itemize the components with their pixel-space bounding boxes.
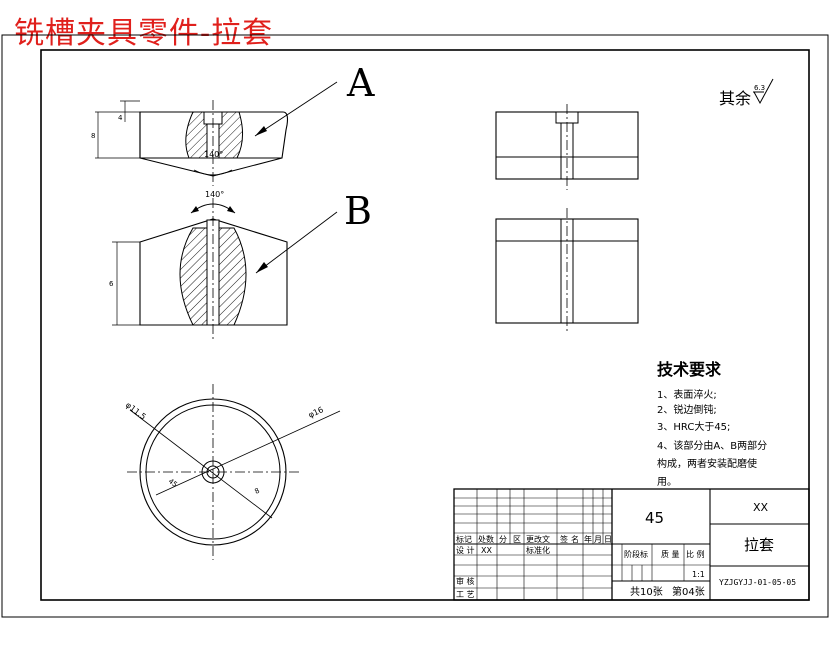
view-b-height-dim: 6 [109, 280, 114, 288]
title-block-drawing-number: YZJGYJJ-01-05-05 [719, 578, 796, 587]
title-block-process-label: 工 艺 [456, 590, 475, 599]
top-dim-phi-small: φ11.5 [124, 400, 148, 421]
tech-requirement-line: 3、HRC大于45; [657, 420, 730, 433]
tech-requirement-line: 用。 [657, 477, 677, 488]
title-block-header-cell: 更改文 [526, 534, 550, 544]
title-block-sheet-number: 第04张 [672, 585, 705, 598]
tech-requirement-line: 2、锐边倒钝; [657, 403, 717, 416]
tech-requirement-line: 构成，两者安装配磨使 [657, 457, 757, 470]
surface-finish-value: 6.3 [754, 84, 765, 92]
title-block-header-cell: 年 [584, 534, 592, 544]
title-block-header-cell: 处数 [478, 534, 494, 544]
title-block-header-cell: 日 [604, 535, 612, 544]
view-a-section: 140° 8 4 A [91, 61, 375, 186]
title-block-scale-label: 比 例 [686, 549, 705, 559]
view-a-label: A [346, 61, 375, 105]
title-block-stage-label: 阶段标 [624, 549, 648, 559]
title-block-weight-label: 质 量 [661, 549, 680, 559]
title-block-material: 45 [645, 509, 664, 527]
view-a-height-dim: 8 [91, 132, 95, 140]
title-block-sheet-count: 共10张 [630, 586, 663, 598]
top-dim-phi-large: φ16 [307, 405, 325, 420]
view-b-label: B [344, 189, 372, 233]
top-view-circle: φ11.5 φ16 45 8 [124, 384, 341, 560]
title-block-header-cell: 月 [594, 535, 602, 544]
tech-requirements-title: 技术要求 [657, 360, 722, 379]
title-block-scale-value: 1:1 [692, 570, 705, 579]
side-view-a [495, 104, 639, 190]
title-block-header-cell: 签 [560, 534, 568, 544]
view-b-angle-label: 140° [205, 190, 224, 199]
view-a-small-dim: 4 [118, 114, 123, 122]
outer-sheet-border [1, 34, 829, 618]
side-view-b [495, 208, 639, 334]
view-b-section: 140° 6 B [109, 189, 372, 340]
top-dim-8: 8 [253, 487, 260, 496]
tech-requirements: 技术要求 1、表面淬火; 2、锐边倒钝; 3、HRC大于45; 4、该部分由A、… [657, 360, 767, 488]
title-block-design-value: XX [481, 546, 492, 555]
title-block-header-cell: 名 [571, 534, 579, 544]
title-block-header-cell: 区 [513, 535, 521, 544]
tech-requirement-line: 1、表面淬火; [657, 388, 717, 401]
title-block-design-label: 设 计 [456, 545, 475, 555]
title-block-review-label: 审 核 [456, 576, 475, 586]
surface-finish-label: 其余 [719, 89, 751, 108]
title-block-header-cell: 标记 [456, 534, 472, 544]
title-block-company: XX [753, 501, 769, 514]
title-block-header-cell: 分 [499, 535, 507, 544]
title-block-text: 标记 处数 分 区 更改文 签 名 年 月 日 设 计 XX 标准化 审 核 工… [456, 501, 796, 599]
title-block-part-name: 拉套 [744, 536, 774, 554]
inner-drawing-border [40, 49, 810, 601]
surface-finish-symbol: 其余 6.3 [719, 78, 774, 108]
banner-title: 铣槽夹具零件-拉套 [14, 16, 274, 51]
title-block-standardization: 标准化 [526, 545, 550, 555]
tech-requirement-line: 4、该部分由A、B两部分 [657, 439, 767, 452]
view-a-angle-label: 140° [204, 150, 223, 159]
title-block [453, 488, 810, 601]
top-dim-45: 45 [167, 477, 179, 489]
